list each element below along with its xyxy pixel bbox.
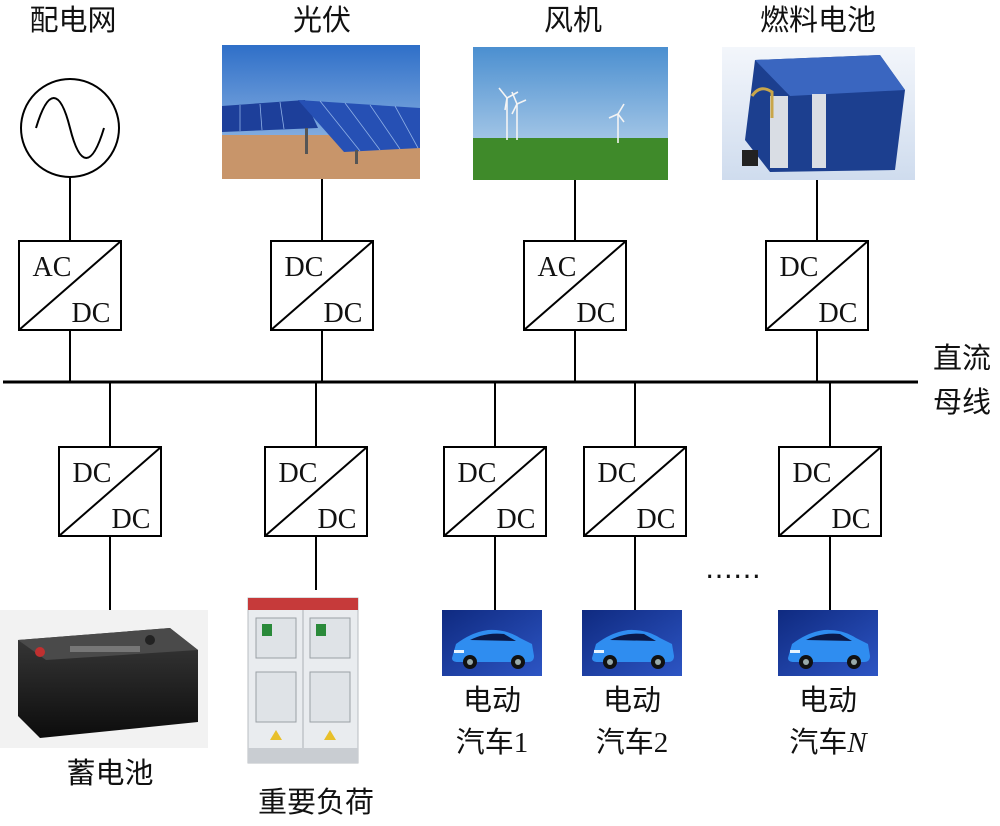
dc-bus-label-line2: 母线 [933, 385, 991, 419]
pv-panel-image [222, 45, 420, 179]
converter-input-label: DC [780, 252, 819, 283]
source-title-grid: 配电网 [29, 3, 116, 37]
fuel-cell-image [722, 47, 915, 180]
converter-input-label: DC [73, 458, 112, 489]
converter-output-label: DC [318, 504, 357, 535]
converter-ev2: DC DC [583, 446, 687, 537]
converter-battery: DC DC [58, 446, 162, 537]
load-label-critical-load: 重要负荷 [258, 785, 374, 819]
ev-image-1 [442, 610, 542, 676]
converter-evn: DC DC [778, 446, 882, 537]
ac-source-icon [20, 78, 120, 178]
converter-grid: AC DC [18, 240, 122, 331]
switchgear-cabinet-image [247, 597, 359, 764]
converter-output-label: DC [324, 298, 363, 329]
ellipsis: …… [705, 552, 761, 585]
ev-image-2 [582, 610, 682, 676]
converter-critical-load: DC DC [264, 446, 368, 537]
converter-wind: AC DC [523, 240, 627, 331]
converter-input-label: DC [285, 252, 324, 283]
converter-ev1: DC DC [443, 446, 547, 537]
source-title-wind: 风机 [544, 3, 602, 37]
ev1-label-line2: 汽车1 [456, 725, 529, 759]
converter-input-label: AC [33, 252, 72, 283]
converter-output-label: DC [832, 504, 871, 535]
wind-turbine-image [473, 47, 668, 180]
converter-output-label: DC [819, 298, 858, 329]
converter-input-label: DC [598, 458, 637, 489]
converter-output-label: DC [112, 504, 151, 535]
converter-input-label: DC [279, 458, 318, 489]
converter-output-label: DC [637, 504, 676, 535]
ev1-label-line1: 电动 [463, 683, 521, 717]
ev2-label-line1: 电动 [603, 683, 661, 717]
converter-input-label: DC [458, 458, 497, 489]
converter-fuel-cell: DC DC [765, 240, 869, 331]
dc-bus-label-line1: 直流 [933, 341, 991, 375]
ev-image-n [778, 610, 878, 676]
converter-input-label: AC [538, 252, 577, 283]
load-label-battery: 蓄电池 [66, 756, 153, 790]
evn-label-line2: 汽车N [789, 725, 868, 759]
evn-label-line1: 电动 [799, 683, 857, 717]
converter-input-label: DC [793, 458, 832, 489]
converter-output-label: DC [497, 504, 536, 535]
converter-output-label: DC [577, 298, 616, 329]
converter-output-label: DC [72, 298, 111, 329]
battery-image [0, 610, 208, 748]
source-title-pv: 光伏 [293, 3, 351, 37]
converter-pv: DC DC [270, 240, 374, 331]
ev2-label-line2: 汽车2 [596, 725, 669, 759]
source-title-fuel-cell: 燃料电池 [760, 3, 876, 37]
